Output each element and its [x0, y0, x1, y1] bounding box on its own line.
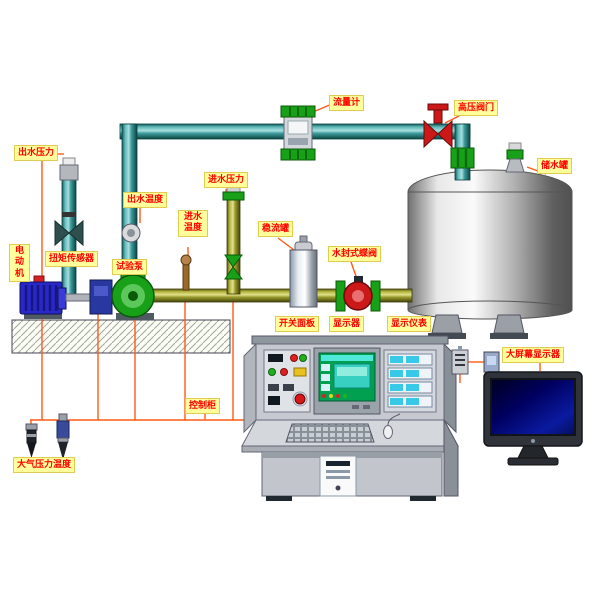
- pedestal-instrument: [319, 455, 357, 497]
- label-motor: 电动机: [9, 244, 30, 282]
- power-led: [531, 439, 535, 443]
- label-storage-tank: 储水罐: [537, 158, 573, 175]
- console-left-side: [243, 342, 257, 434]
- label-inlet-pressure: 进水压力: [204, 172, 249, 189]
- label-monitor: 显示器: [329, 316, 365, 333]
- standpipe-valve: [54, 212, 84, 247]
- pointer-steady-tank: [277, 237, 295, 251]
- tank-foot: [490, 333, 528, 339]
- foundation-base: [11, 319, 231, 354]
- label-torque-sensor: 扭矩传感器: [45, 251, 99, 268]
- emergency-stop-button: [294, 393, 306, 405]
- inlet-temp-sensor: [180, 254, 192, 291]
- tank-leg: [431, 314, 463, 334]
- test-pump-unit: [111, 273, 155, 320]
- label-outlet-temp: 出水温度: [123, 192, 168, 209]
- tank-leg: [493, 314, 525, 334]
- desk-front-edge: [241, 445, 459, 453]
- label-hp-valve: 高压阀门: [454, 100, 499, 117]
- label-display-meters: 显示仪表: [387, 316, 432, 333]
- branch-valve: [224, 254, 243, 280]
- digital-meter-row: [387, 367, 433, 380]
- atmos-probe-2: [56, 413, 70, 460]
- signal-converter-1: [451, 346, 469, 375]
- coupling-shaft: [65, 293, 93, 302]
- tank-inlet-flange: [450, 147, 475, 169]
- console-side-support: [443, 419, 459, 497]
- electric-motor: [19, 275, 67, 319]
- digital-meter-row: [387, 381, 433, 394]
- label-flow-meter: 流量计: [329, 95, 365, 112]
- label-steady-tank: 稳流罐: [258, 221, 294, 238]
- outlet-temp-sensor: [121, 223, 141, 243]
- console-foot: [410, 496, 436, 501]
- tank-top-nozzle: [505, 142, 525, 173]
- label-big-screen: 大屏幕显示器: [502, 347, 565, 364]
- label-test-pump: 试验泵: [112, 259, 148, 276]
- big-screen-panel: [492, 380, 574, 434]
- instrument-panel-section: [383, 349, 437, 413]
- mouse-cable: [387, 413, 401, 426]
- console-top-edge: [251, 335, 449, 345]
- keyboard: [285, 423, 375, 443]
- label-control-cabinet: 控制柜: [185, 398, 221, 415]
- pointer-flow-meter: [312, 103, 333, 113]
- label-atmos: 大气压力温度: [13, 457, 76, 474]
- atmos-probe-1: [25, 423, 38, 458]
- switch-panel-section: [263, 349, 311, 413]
- label-inlet-temp: 进水温度: [178, 210, 208, 237]
- digital-meter-row: [387, 353, 433, 366]
- signal-converter-2: [483, 351, 500, 373]
- torque-sensor-unit: [89, 279, 113, 315]
- mouse: [383, 425, 393, 439]
- control-console: [241, 335, 459, 501]
- big-screen-stand: [517, 445, 549, 459]
- high-pressure-valve: [423, 103, 453, 149]
- pointer-hp-valve: [444, 115, 460, 124]
- label-butterfly-valve: 水封式蝶阀: [328, 246, 382, 263]
- console-monitor: [313, 347, 381, 415]
- digital-meter-row: [387, 395, 433, 408]
- label-outlet-pressure: 出水压力: [14, 145, 59, 162]
- storage-tank-body: [407, 169, 573, 339]
- label-switch-panel: 开关面板: [275, 316, 320, 333]
- butterfly-valve-device: [335, 276, 381, 312]
- standpipe-transmitter: [59, 157, 79, 181]
- big-screen-display: [483, 371, 583, 466]
- flow-meter-device: [280, 105, 316, 161]
- big-screen-base: [507, 457, 559, 466]
- steady-flow-tank-device: [289, 235, 318, 308]
- console-foot: [266, 496, 292, 501]
